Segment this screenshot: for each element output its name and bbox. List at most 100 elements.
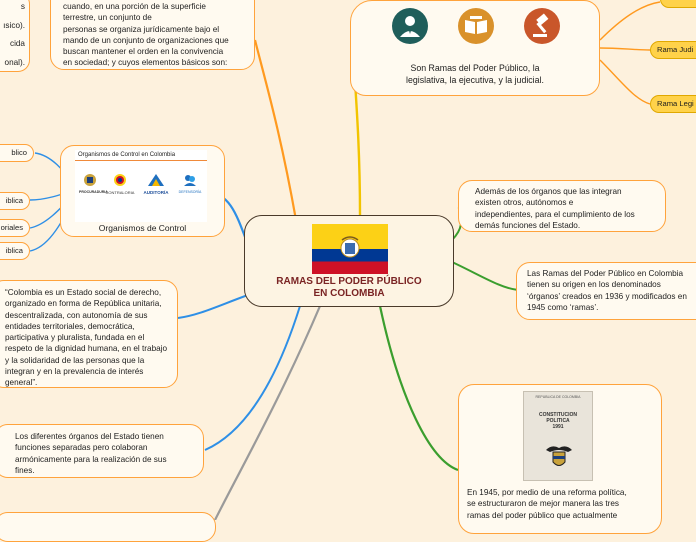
text-line: funciones separadas pero colaboran (15, 443, 148, 453)
text-line: entidades territoriales, democrática, (5, 321, 135, 331)
branches-node[interactable]: Son Ramas del Poder Público, la legislat… (350, 0, 600, 96)
rama-judicial-pill[interactable]: Rama Judi (650, 41, 696, 59)
judicial-gavel-icon (524, 8, 560, 44)
text-line: armónicamente para la realización de sus (15, 454, 167, 464)
control-organs-caption: Organismos de Control (98, 223, 187, 233)
circle-icon (114, 174, 126, 186)
text-fragment: ısico). (3, 21, 25, 31)
title-line: EN COLOMBIA (313, 288, 385, 299)
text-line: organizado en forma de República unitari… (5, 299, 162, 309)
constitution-quote-node[interactable]: “Colombia es un Estado social de derecho… (0, 280, 178, 388)
link-quote (177, 294, 249, 319)
image-title: Organismos de Control en Colombia (75, 150, 207, 161)
branches-origin-node[interactable]: Las Ramas del Poder Público en Colombia … (516, 262, 696, 320)
logo-label: CONTRALORIA (105, 190, 135, 196)
link-origin (451, 261, 519, 291)
logo-label: PROCURADURIA (79, 190, 108, 195)
text-line: general”. (5, 378, 38, 388)
contraloria-logo: CONTRALORIA (105, 173, 135, 195)
text-fragment: s (20, 2, 25, 11)
central-topic-title: RAMAS DEL PODER PÚBLICO EN COLOMBIA (245, 276, 453, 300)
colombia-flag-icon (312, 224, 388, 274)
text-line: demás funciones del Estado. (475, 220, 581, 230)
rama-pill-top[interactable] (660, 0, 696, 8)
logo-row: PROCURADURIA CONTRALORIA AUDITORÍA DEFEN… (75, 173, 207, 195)
text-line: integran y en la prevalencia de interés (5, 367, 144, 377)
cropped-pill-3[interactable]: oriales (0, 219, 30, 237)
cropped-pill-4[interactable]: iblica (0, 242, 30, 260)
book-year: 1991 (552, 424, 564, 430)
text-line: cuando, en una porción de la superficie (63, 2, 206, 11)
text-line: Las Ramas del Poder Público en Colombia (527, 269, 684, 278)
state-definition-node[interactable]: cuando, en una porción de la superficie … (50, 0, 255, 70)
cropped-node-bottom[interactable] (0, 512, 216, 542)
constitution-book-image: REPUBLICA DE COLOMBIA CONSTITUCION POLIT… (523, 391, 593, 481)
text-line: 1945 como ‘ramas’. (527, 302, 599, 312)
text-line: y la solidaridad de las personas que la (5, 355, 145, 365)
text-line: buscan mantener el orden en la convivenc… (63, 47, 224, 57)
pill-label: oriales (0, 223, 23, 232)
link-top-left (253, 39, 298, 221)
rama-legislativa-pill[interactable]: Rama Legi (650, 95, 696, 113)
triangle-logo-icon (148, 174, 164, 186)
branch-icons (391, 7, 561, 45)
text-line: Además de los órganos que las integran (475, 187, 622, 196)
link-rama-2 (599, 59, 651, 105)
text-line: fines. (15, 465, 35, 475)
text-line: existen otros, autónomos e (475, 198, 574, 208)
defensoria-logo: DEFENSORÍA (177, 173, 203, 195)
logo-label: AUDITORÍA (143, 190, 169, 196)
pill-label: Rama Legi (657, 99, 694, 108)
text-line: personas se organiza jurídicamente bajo … (63, 24, 220, 34)
control-organs-node[interactable]: Organismos de Control en Colombia PROCUR… (60, 145, 225, 237)
pill-label: blico (11, 148, 27, 157)
link-rama-0 (599, 1, 661, 41)
text-line: independientes, para el cumplimiento de … (475, 209, 635, 219)
state-organs-node[interactable]: Los diferentes órganos del Estado tienen… (0, 424, 204, 478)
text-line: legislativa, la ejecutiva, y la judicial… (406, 74, 544, 85)
auditoria-logo: AUDITORÍA (139, 173, 173, 195)
cropped-pill-2[interactable]: iblica (0, 192, 30, 210)
procuraduria-logo: PROCURADURIA (79, 173, 108, 195)
cropped-pill-1[interactable]: blico (0, 144, 34, 162)
link-bottom-left (214, 305, 322, 520)
autonomous-organs-node[interactable]: Además de los órganos que las integran e… (458, 180, 666, 232)
people-logo-icon (184, 175, 196, 186)
text-line: terrestre, un conjunto de (63, 13, 152, 23)
text-line: descentralizada, con autonomía de sus (5, 310, 148, 320)
text-fragment: cida (9, 38, 25, 48)
link-organs (204, 305, 301, 451)
pill-label: Rama Judi (657, 45, 694, 54)
logo-label: DEFENSORÍA (178, 190, 202, 195)
text-line: En 1945, por medio de una reforma políti… (467, 488, 627, 497)
text-line: Los diferentes órganos del Estado tienen (15, 432, 164, 441)
central-topic-node[interactable]: RAMAS DEL PODER PÚBLICO EN COLOMBIA (244, 215, 454, 307)
cropped-node-1[interactable]: s ısico). cida onal). (0, 0, 30, 72)
text-line: respeto de la dignidad humana, en el tra… (5, 344, 168, 354)
legislative-book-icon (458, 8, 494, 44)
text-line: ramas del poder público que actualmente (467, 510, 618, 520)
pill-label: iblica (5, 246, 23, 255)
text-line: “Colombia es un Estado social de derecho… (5, 288, 162, 297)
text-line: Son Ramas del Poder Público, la (410, 63, 540, 73)
link-rama-1 (599, 47, 651, 51)
book-header: REPUBLICA DE COLOMBIA (535, 395, 581, 399)
constitution-text: En 1945, por medio de una reforma políti… (467, 487, 657, 521)
executive-person-icon (392, 8, 428, 44)
coat-of-arms-icon (546, 446, 572, 466)
control-organs-image: Organismos de Control en Colombia PROCUR… (75, 150, 207, 222)
book-title: CONSTITUCION (538, 412, 578, 418)
text-line: tienen su origen en los denominados (527, 280, 661, 290)
title-line: RAMAS DEL PODER PÚBLICO (276, 276, 422, 287)
text-line: mando de un conjunto de organizaciones q… (63, 35, 229, 45)
text-line: en sociedad; y cuyos elementos básicos s… (63, 58, 228, 68)
text-line: ‘órganos’ creados en 1936 y modificados … (527, 291, 687, 301)
book-title: POLITICA (546, 418, 570, 424)
pill-label: iblica (5, 196, 23, 205)
link-constitution (378, 305, 459, 472)
text-line: participativa y pluralista, fundada en e… (5, 333, 145, 343)
shield-icon (84, 174, 96, 186)
branches-text: Son Ramas del Poder Público, la legislat… (351, 63, 599, 86)
text-line: se estructuraron de mejor manera las tre… (467, 499, 619, 509)
constitution-1945-node[interactable]: REPUBLICA DE COLOMBIA CONSTITUCION POLIT… (458, 384, 662, 534)
